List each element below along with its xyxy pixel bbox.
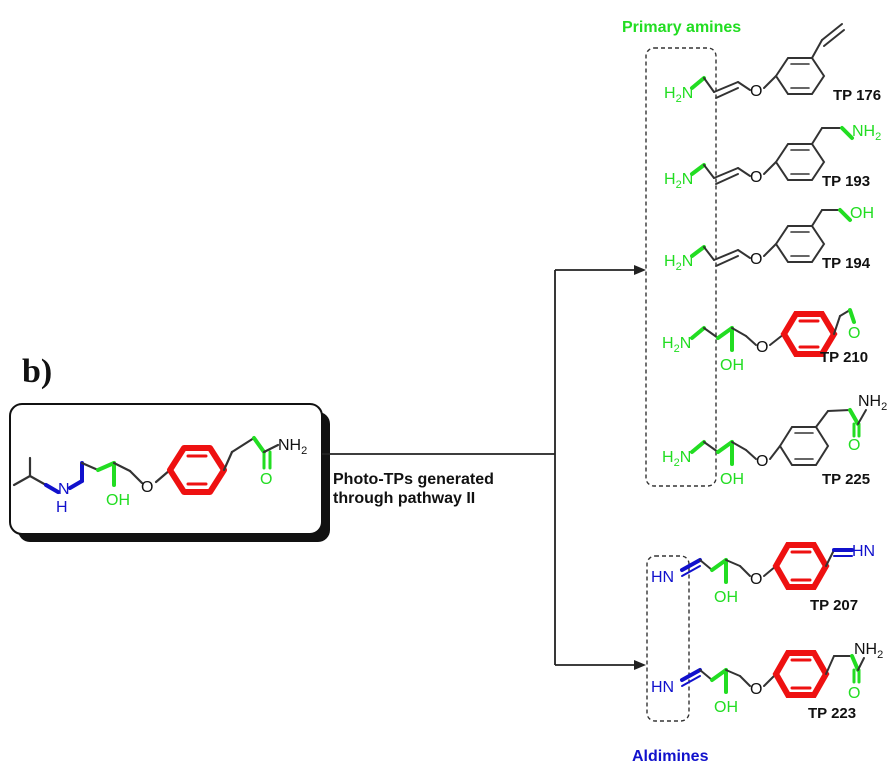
- tp207-nh: HN: [852, 543, 875, 560]
- panel-label: b): [22, 353, 52, 390]
- tp225-oh: OH: [720, 471, 744, 488]
- tp-label-223: TP 223: [808, 705, 856, 722]
- tp-label-207: TP 207: [810, 597, 858, 614]
- tp210-carbonyl-o: O: [848, 325, 860, 342]
- structure-tp207: [680, 542, 854, 590]
- group-heading-aldimines: Aldimines: [632, 748, 709, 765]
- tp210-oh: OH: [720, 357, 744, 374]
- tp-label-225: TP 225: [822, 471, 870, 488]
- tp176-h2n: H2N: [664, 85, 693, 105]
- arrowhead-aldimines: [634, 660, 646, 670]
- structure-tp176: [690, 23, 845, 99]
- tp210-o: O: [756, 339, 768, 356]
- tp223-hn: HN: [651, 679, 674, 696]
- parent-h-atom: H: [56, 499, 68, 516]
- tp176-o: O: [750, 83, 762, 100]
- parent-n-atom: N: [58, 481, 70, 498]
- amine-highlight-box: [645, 47, 717, 487]
- branch-arrows: [322, 269, 636, 666]
- structure-tp194: [690, 208, 852, 267]
- tp207-oh: OH: [714, 589, 738, 606]
- tp-label-176: TP 176: [833, 87, 881, 104]
- tp193-h2n: H2N: [664, 171, 693, 191]
- tp210-h2n: H2N: [662, 335, 691, 355]
- structure-tp210: [690, 308, 856, 357]
- tp225-nh2: NH2: [858, 393, 887, 413]
- tp223-o: O: [750, 681, 762, 698]
- structure-tp225: [690, 408, 867, 466]
- tp-label-210: TP 210: [820, 349, 868, 366]
- tp207-o: O: [750, 571, 762, 588]
- tp-label-194: TP 194: [822, 255, 871, 272]
- tp-label-193: TP 193: [822, 173, 870, 190]
- structure-tp223: [680, 650, 865, 698]
- parent-oh-atom: OH: [106, 492, 130, 509]
- tp194-o: O: [750, 251, 762, 268]
- parent-o-atom: O: [141, 479, 153, 496]
- parent-compound-box: [9, 403, 323, 535]
- parent-carbonyl-o: O: [260, 471, 272, 488]
- tp193-nh2: NH2: [852, 123, 881, 143]
- tp225-carbonyl-o: O: [848, 437, 860, 454]
- tp223-oh: OH: [714, 699, 738, 716]
- tp194-h2n: H2N: [664, 253, 693, 273]
- tp223-carbonyl-o: O: [848, 685, 860, 702]
- process-caption-line1: Photo-TPs generated: [333, 471, 494, 488]
- tp207-hn: HN: [651, 569, 674, 586]
- parent-nh2-atom: NH2: [278, 437, 307, 457]
- tp194-oh: OH: [850, 205, 874, 222]
- tp225-h2n: H2N: [662, 449, 691, 469]
- tp193-o: O: [750, 169, 762, 186]
- tp225-o: O: [756, 453, 768, 470]
- group-heading-primary-amines: Primary amines: [622, 19, 741, 36]
- arrowhead-primary-amines: [634, 265, 646, 275]
- imine-highlight-box: [646, 555, 690, 722]
- parent-structure: [12, 436, 280, 495]
- process-caption-line2: through pathway II: [333, 490, 475, 507]
- tp223-nh2: NH2: [854, 641, 883, 661]
- structure-tp193: [690, 126, 854, 185]
